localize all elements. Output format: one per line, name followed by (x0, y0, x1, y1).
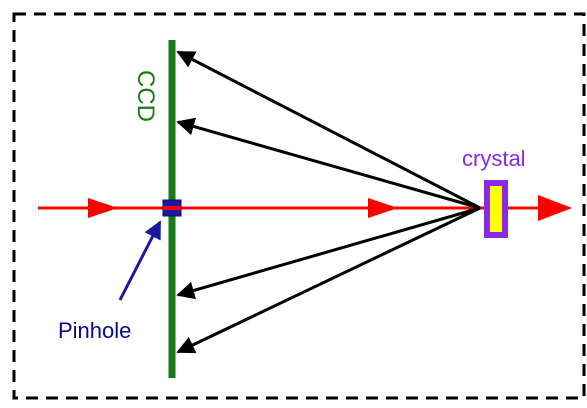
ray-4 (176, 206, 481, 354)
ray-3 (176, 206, 481, 300)
ray-1 (176, 50, 481, 210)
beam-arrow-left (88, 198, 118, 218)
crystal-body (490, 186, 502, 232)
pinhole-hole (163, 206, 181, 210)
crystal-label: crystal (462, 146, 526, 171)
beam-arrow-middle (368, 198, 398, 218)
beam-arrow-right (538, 195, 572, 221)
ray-2 (176, 117, 481, 210)
pinhole-pointer-arrow (118, 220, 162, 301)
ccd-label: CCD (132, 70, 159, 122)
dashed-frame (12, 12, 586, 400)
pinhole-label: Pinhole (58, 318, 131, 343)
